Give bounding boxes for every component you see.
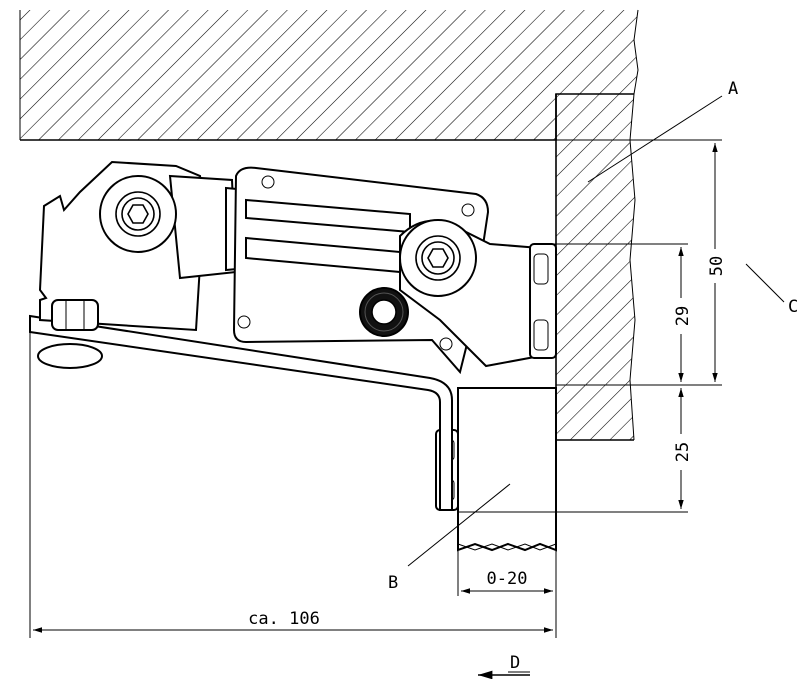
wall-part-a (555, 93, 636, 441)
ceiling-section (19, 9, 639, 141)
dimension-label-height-upper: 29 (673, 306, 693, 326)
dimension-label-height-total: 50 (707, 256, 727, 276)
callout-c: C (745, 263, 798, 317)
panel-b (457, 387, 557, 552)
label-a: A (728, 79, 738, 99)
dimension-width: ca. 106 (33, 609, 553, 633)
dimension-height-upper: 29 (664, 247, 698, 382)
bolt-nut (51, 299, 99, 331)
direction-d: D (478, 653, 530, 679)
dimension-height-total: 50 (698, 143, 732, 382)
rubber-damper (359, 287, 409, 337)
hex-screw-left (99, 175, 177, 253)
label-d: D (510, 653, 520, 673)
dimension-label-gap: 0-20 (487, 569, 528, 589)
hex-screw-right (399, 219, 477, 297)
extension-lines (29, 139, 722, 638)
dimension-label-height-lower: 25 (673, 442, 693, 462)
callout-b: B (388, 483, 511, 593)
base-bracket (29, 314, 453, 511)
dimension-height-lower: 25 (664, 388, 698, 509)
wall-mount-plate (529, 243, 557, 359)
guide-rods (245, 198, 411, 274)
dimension-label-width: ca. 106 (248, 609, 320, 629)
callout-a: A (587, 79, 738, 183)
label-c: C (788, 297, 798, 317)
dimension-gap: 0-20 (461, 569, 553, 594)
label-b: B (388, 573, 398, 593)
